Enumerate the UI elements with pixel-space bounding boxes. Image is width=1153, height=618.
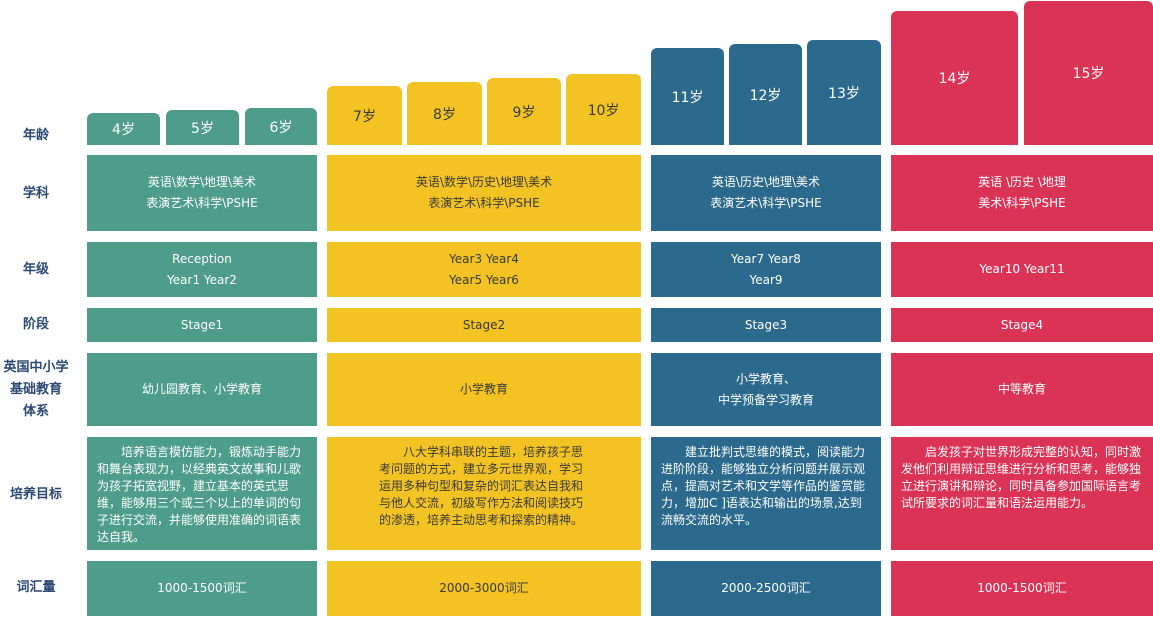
age-tab: 8岁 xyxy=(407,82,482,145)
row-label-subject: 学科 xyxy=(22,186,49,201)
stage-cell: Stage4 xyxy=(891,308,1153,342)
subject-cell: 英语 \历史 \地理 美术\科学\PSHE xyxy=(891,155,1153,231)
grade-line: Year1 Year2 xyxy=(167,272,237,287)
age-tab: 11岁 xyxy=(651,48,724,145)
age-tab: 13岁 xyxy=(807,40,881,145)
grade-line: Year3 Year4 xyxy=(449,251,519,266)
goal-text: 培养语言模仿能力，锻炼动手能力和舞台表现力，以经典英文故事和儿歌为孩子拓宽视野，… xyxy=(97,445,302,544)
row-label-goal: 培养目标 xyxy=(9,487,62,502)
vocab-cell: 2000-2500词汇 xyxy=(651,561,881,616)
system-cell: 幼儿园教育、小学教育 xyxy=(87,353,317,426)
grade-line: Reception xyxy=(172,251,232,266)
stage-label: Stage1 xyxy=(180,317,224,332)
system-line: 中等教育 xyxy=(997,382,1046,396)
system-cell: 小学教育、 中学预备学习教育 xyxy=(651,353,881,426)
stage-cell: Stage3 xyxy=(651,308,881,342)
age-label: 4岁 xyxy=(112,122,135,138)
age-label: 9岁 xyxy=(512,104,536,121)
system-cell: 小学教育 xyxy=(327,353,641,426)
grade-cell: Reception Year1 Year2 xyxy=(87,242,317,297)
vocab-cell: 1000-1500词汇 xyxy=(891,561,1153,616)
subject-cell: 英语\数学\历史\地理\美术 表演艺术\科学\PSHE xyxy=(327,155,641,231)
age-label: 11岁 xyxy=(671,89,704,106)
age-label: 10岁 xyxy=(587,102,620,119)
age-label: 8岁 xyxy=(433,106,456,123)
grade-cell: Year7 Year8 Year9 xyxy=(651,242,881,297)
system-line: 小学教育、 xyxy=(735,371,796,386)
subject-cell: 英语\数学\地理\美术 表演艺术\科学\PSHE xyxy=(87,155,317,231)
subject-line: 表演艺术\科学\PSHE xyxy=(428,196,540,210)
age-label: 7岁 xyxy=(353,108,376,125)
row-label-age: 年龄 xyxy=(22,128,49,143)
grade-cell: Year3 Year4 Year5 Year6 xyxy=(327,242,641,297)
goal-cell: 建立批判式思维的模式，阅读能力进阶阶段，能够独立分析问题并展示观点，提高对艺术和… xyxy=(651,437,881,550)
system-line: 中学预备学习教育 xyxy=(717,392,814,407)
age-tab: 6岁 xyxy=(245,108,317,145)
goal-cell: 启发孩子对世界形成完整的认知，同时激发他们利用辩证思维进行分析和思考，能够独立进… xyxy=(891,437,1153,550)
age-label: 5岁 xyxy=(191,120,214,137)
subject-line: 美术\科学\PSHE xyxy=(978,196,1066,210)
age-label: 12岁 xyxy=(749,87,782,104)
age-label: 6岁 xyxy=(269,119,293,136)
vocab-label: 2000-2500词汇 xyxy=(721,581,811,595)
goal-text: 八大学科串联的主题，培养孩子思考问题的方式，建立多元世界观，学习运用多种句型和复… xyxy=(379,445,584,527)
goal-text: 启发孩子对世界形成完整的认知，同时激发他们利用辩证思维进行分析和思考，能够独立进… xyxy=(901,445,1142,510)
system-line: 幼儿园教育、小学教育 xyxy=(141,382,262,396)
system-cell: 中等教育 xyxy=(891,353,1153,426)
grade-line: Year7 Year8 xyxy=(731,251,801,266)
vocab-label: 1000-1500词汇 xyxy=(977,581,1067,595)
row-label-system-line: 体系 xyxy=(22,404,49,419)
row-label-stage: 阶段 xyxy=(22,317,49,332)
stage-label: Stage4 xyxy=(1000,317,1044,332)
stage-cell: Stage1 xyxy=(87,308,317,342)
age-tab: 10岁 xyxy=(566,74,641,145)
subject-line: 英语\数学\历史\地理\美术 xyxy=(415,175,553,189)
subject-line: 表演艺术\科学\PSHE xyxy=(710,196,822,210)
age-tab: 9岁 xyxy=(487,78,561,145)
age-tab: 5岁 xyxy=(166,110,239,145)
vocab-label: 2000-3000词汇 xyxy=(439,581,529,595)
row-label-system-line: 英国中小学 xyxy=(3,360,69,375)
row-label-system: 英国中小学 基础教育 体系 xyxy=(0,357,72,423)
system-line: 小学教育 xyxy=(459,382,508,396)
row-label-system-line: 基础教育 xyxy=(9,382,62,397)
vocab-label: 1000-1500词汇 xyxy=(157,581,247,595)
age-label: 13岁 xyxy=(828,85,860,102)
age-tab: 14岁 xyxy=(891,11,1018,145)
subject-cell: 英语\历史\地理\美术 表演艺术\科学\PSHE xyxy=(651,155,881,231)
subject-line: 表演艺术\科学\PSHE xyxy=(146,196,258,210)
age-tab: 7岁 xyxy=(327,86,402,145)
age-label: 14岁 xyxy=(938,71,971,87)
age-label: 15岁 xyxy=(1072,66,1105,82)
goal-cell: 培养语言模仿能力，锻炼动手能力和舞台表现力，以经典英文故事和儿歌为孩子拓宽视野，… xyxy=(87,437,317,550)
grade-line: Year5 Year6 xyxy=(449,272,519,287)
row-label-vocab: 词汇量 xyxy=(16,580,56,595)
stage-label: Stage3 xyxy=(744,317,788,332)
vocab-cell: 2000-3000词汇 xyxy=(327,561,641,616)
age-tab: 15岁 xyxy=(1024,1,1153,145)
goal-cell: 八大学科串联的主题，培养孩子思考问题的方式，建立多元世界观，学习运用多种句型和复… xyxy=(327,437,641,550)
age-tab: 4岁 xyxy=(87,113,160,145)
stage-label: Stage2 xyxy=(462,317,506,332)
row-label-grade: 年级 xyxy=(22,262,49,277)
grade-line: Year10 Year11 xyxy=(979,262,1065,276)
subject-line: 英语\数学\地理\美术 xyxy=(147,175,257,189)
subject-line: 英语\历史\地理\美术 xyxy=(711,175,821,189)
goal-text: 建立批判式思维的模式，阅读能力进阶阶段，能够独立分析问题并展示观点，提高对艺术和… xyxy=(661,445,866,527)
subject-line: 英语 \历史 \地理 xyxy=(978,175,1066,189)
age-tab: 12岁 xyxy=(729,44,802,145)
grade-line: Year9 xyxy=(749,272,783,287)
stage-cell: Stage2 xyxy=(327,308,641,342)
grade-cell: Year10 Year11 xyxy=(891,242,1153,297)
vocab-cell: 1000-1500词汇 xyxy=(87,561,317,616)
